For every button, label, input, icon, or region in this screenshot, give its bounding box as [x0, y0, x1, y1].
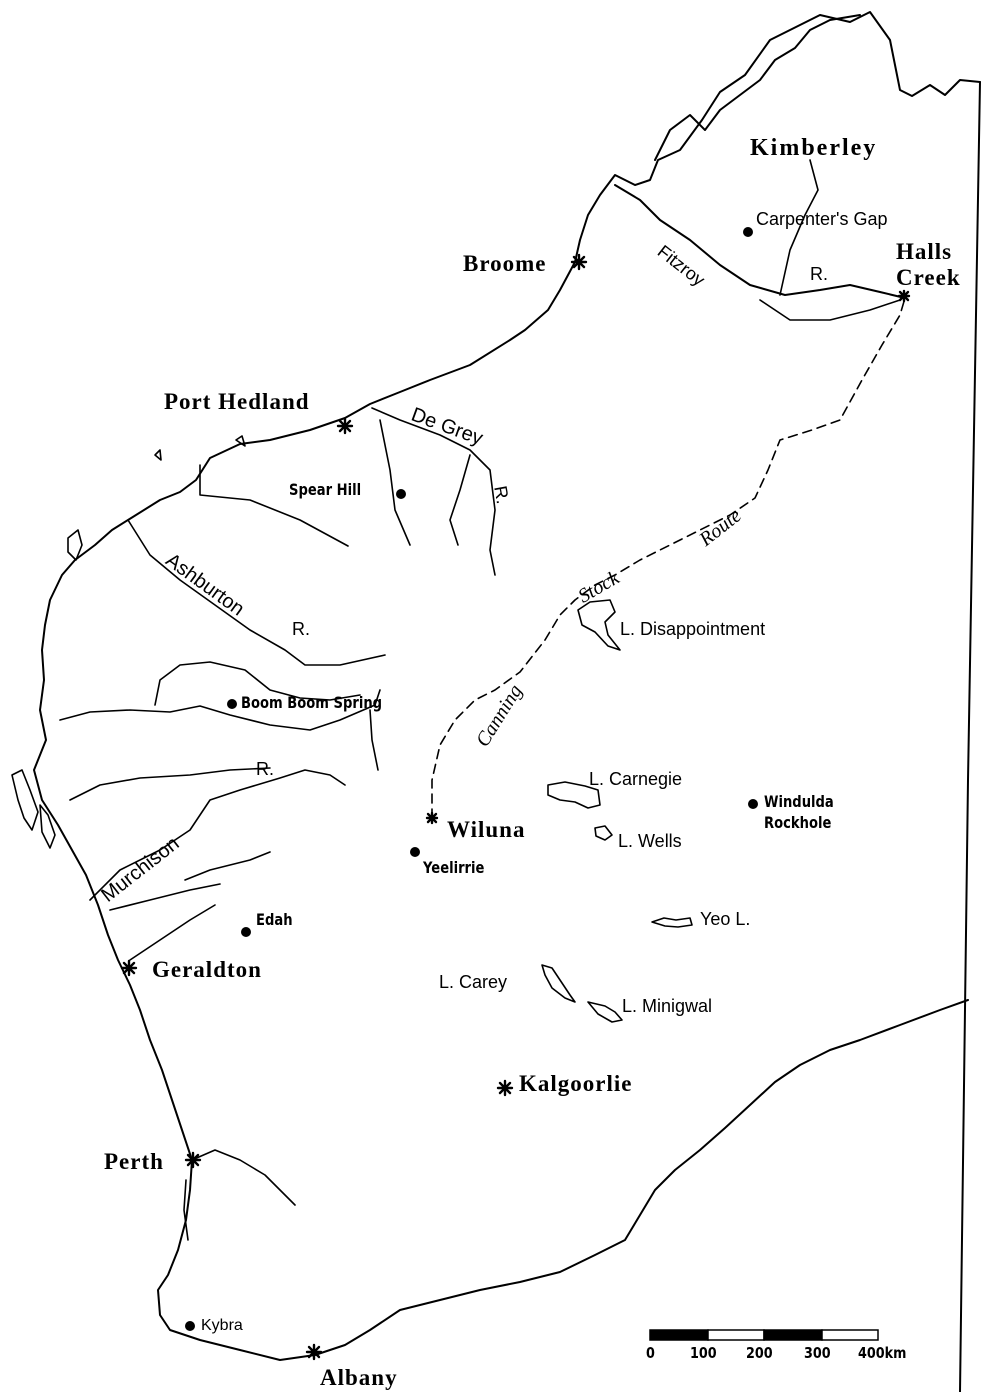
scale-tick-300: 300 — [804, 1344, 831, 1362]
town-label-kalgoorlie: Kalgoorlie — [519, 1071, 633, 1096]
site-label-spear-hill: Spear Hill — [289, 480, 362, 499]
town-label-port-hedland: Port Hedland — [164, 389, 310, 414]
dot-icon — [241, 927, 251, 937]
lake-label-carnegie: L. Carnegie — [589, 769, 683, 789]
site-label-kybra: Kybra — [201, 1317, 243, 1334]
kimberley-coast — [654, 14, 861, 161]
lake-label-wells: L. Wells — [618, 831, 682, 851]
site-markers — [185, 227, 758, 1331]
site-label-boom-boom-spring: Boom Boom Spring — [241, 693, 383, 712]
site-label-yeelirrie: Yeelirrie — [423, 858, 485, 877]
lake-minigwal — [587, 1001, 623, 1023]
lake-yeo — [651, 917, 693, 928]
town-label-wiluna: Wiluna — [447, 817, 526, 842]
lake-label-carey: L. Carey — [439, 972, 508, 992]
fitzroy-river — [614, 184, 906, 299]
de-grey-river — [371, 407, 496, 576]
lake-disappointment — [577, 599, 621, 651]
lake-wells — [594, 825, 613, 841]
asterisk-icon — [336, 417, 354, 435]
town-label-halls: Halls — [896, 239, 953, 264]
scale-tick-200: 200 — [746, 1344, 773, 1362]
asterisk-icon — [496, 1079, 514, 1097]
scale-tick-100: 100 — [690, 1344, 717, 1362]
scale-bar — [649, 1329, 879, 1341]
town-label-perth: Perth — [104, 1149, 164, 1174]
murchison-river — [89, 769, 346, 901]
shark-bay — [11, 769, 39, 831]
town-label-geraldton: Geraldton — [152, 957, 262, 982]
asterisk-icon — [184, 1151, 202, 1169]
dot-icon — [185, 1321, 195, 1331]
river-label-ashburton-r: R. — [292, 619, 310, 639]
lake-carnegie — [547, 781, 601, 809]
site-label-windulda: Windulda — [764, 792, 834, 811]
gascoyne-river — [59, 689, 381, 731]
avon-river — [191, 1149, 296, 1206]
asterisk-icon — [897, 289, 911, 303]
coastline — [33, 11, 981, 1361]
lake-label-minigwal: L. Minigwal — [622, 996, 713, 1016]
dot-icon — [410, 847, 420, 857]
asterisk-icon — [425, 811, 439, 825]
ashburton-river — [127, 519, 386, 666]
town-label-albany: Albany — [320, 1365, 398, 1390]
river-label-fitzroy-r: R. — [810, 264, 828, 284]
scale-tick-400km: 400km — [858, 1344, 907, 1362]
river-label-murchison-r: R. — [256, 759, 274, 779]
asterisk-icon — [120, 959, 138, 977]
town-markers — [120, 253, 911, 1361]
state-border — [959, 81, 981, 1392]
river-label-de-grey-r: R. — [490, 484, 513, 506]
town-label-creek: Creek — [896, 265, 961, 290]
asterisk-icon — [570, 253, 588, 271]
lake-carey — [541, 964, 576, 1003]
site-label-rockhole: Rockhole — [764, 813, 832, 832]
dot-icon — [396, 489, 406, 499]
site-label-carpenters-gap: Carpenter's Gap — [756, 209, 888, 229]
asterisk-icon — [305, 1343, 323, 1361]
lake-label-disappointment: L. Disappointment — [620, 619, 766, 639]
lake-label-yeo: Yeo L. — [700, 909, 751, 929]
scale-tick-0: 0 — [646, 1344, 655, 1362]
dot-icon — [743, 227, 753, 237]
dot-icon — [748, 799, 758, 809]
town-label-broome: Broome — [463, 251, 547, 276]
site-label-edah: Edah — [256, 910, 293, 929]
canning-stock-route — [431, 297, 906, 819]
region-label-kimberley: Kimberley — [750, 135, 878, 161]
dot-icon — [227, 699, 237, 709]
